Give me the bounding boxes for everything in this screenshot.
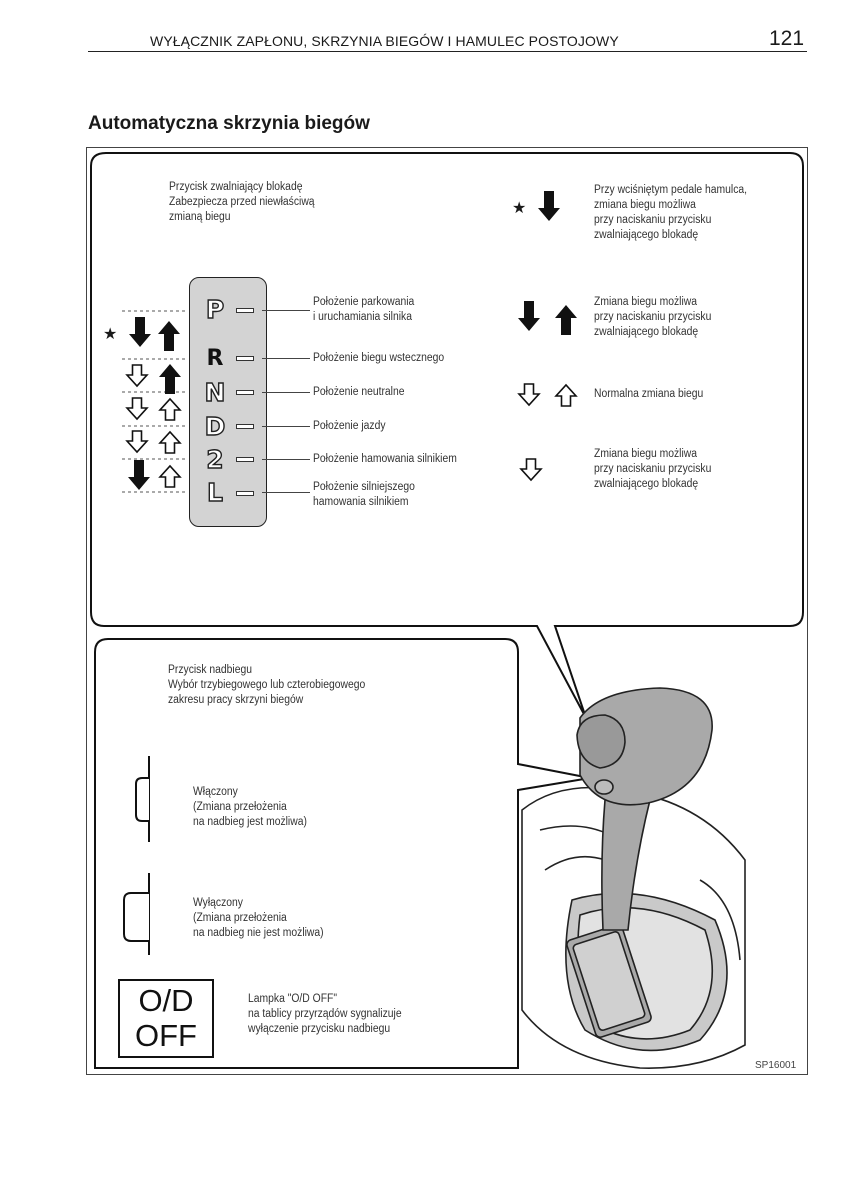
- shift-lock-button-text: Przycisk zwalniający blokadę Zabezpiecza…: [169, 181, 315, 223]
- position-label-n: Położenie neutralne: [313, 386, 405, 398]
- section-title: Automatyczna skrzynia biegów: [88, 113, 370, 134]
- gate-letter-2: 2: [206, 444, 225, 474]
- leader-line: [262, 426, 310, 427]
- position-label-l: Położenie silniejszego hamowania silniki…: [313, 481, 415, 508]
- position-label-r: Położenie biegu wstecznego: [313, 352, 445, 364]
- position-label-2: Położenie hamowania silnikiem: [313, 453, 457, 465]
- gate-dash: [236, 308, 254, 313]
- legend-text-outline-arrows: Normalna zmiana biegu: [594, 388, 704, 400]
- od-lamp-line2: OFF: [135, 1018, 197, 1053]
- od-on-text: Włączony (Zmiana przełożenia na nadbieg …: [193, 786, 307, 828]
- leader-line: [262, 392, 310, 393]
- star-icon: ★: [103, 324, 118, 343]
- gate-letter-r: R: [206, 346, 224, 371]
- legend-text-star-down: Przy wciśniętym pedale hamulca, zmiana b…: [594, 184, 748, 241]
- leader-line: [262, 492, 310, 493]
- gate-letter-n: N: [204, 377, 226, 407]
- gate-letter-l: L: [206, 477, 223, 507]
- gate-dash: [236, 390, 254, 395]
- leader-line: [262, 358, 310, 359]
- legend-text-outline-down: Zmiana biegu możliwa przy naciskaniu prz…: [594, 448, 712, 490]
- bottom-callout-box: [94, 638, 591, 1069]
- position-label-d: Położenie jazdy: [313, 420, 386, 432]
- gate-letter-p: P: [205, 294, 225, 324]
- shifter-illustration: [521, 687, 746, 1069]
- top-callout-box: [90, 152, 804, 719]
- od-button-on-icon: [135, 756, 150, 842]
- gate-dash: [236, 356, 254, 361]
- header-rule: [88, 51, 807, 52]
- od-button-off-icon: [123, 873, 150, 955]
- od-lamp-text: Lampka "O/D OFF" na tablicy przyrządów s…: [248, 993, 402, 1035]
- od-off-text: Wyłączony (Zmiana przełożenia na nadbieg…: [193, 897, 324, 939]
- od-button-title: Przycisk nadbiegu Wybór trzybiegowego lu…: [168, 664, 366, 706]
- gate-dash: [236, 491, 254, 496]
- gate-dash: [236, 424, 254, 429]
- leader-line: [262, 310, 310, 311]
- gate-dotted-guides: [122, 310, 188, 493]
- od-off-lamp: O/D OFF: [118, 979, 214, 1058]
- page-number: 121: [769, 27, 805, 50]
- running-header: WYŁĄCZNIK ZAPŁONU, SKRZYNIA BIEGÓW I HAM…: [150, 33, 619, 49]
- figure-frame: [86, 147, 808, 1075]
- leader-line: [262, 459, 310, 460]
- gate-letter-d: D: [204, 411, 226, 441]
- legend-text-black-arrows: Zmiana biegu możliwa przy naciskaniu prz…: [594, 296, 712, 338]
- gate-dash: [236, 457, 254, 462]
- position-label-p: Położenie parkowania i uruchamiania siln…: [313, 296, 415, 323]
- od-lamp-line1: O/D: [138, 983, 194, 1018]
- figure-code: SP16001: [755, 1060, 797, 1071]
- gear-gate-panel: [189, 277, 267, 527]
- star-icon: ★: [512, 198, 527, 217]
